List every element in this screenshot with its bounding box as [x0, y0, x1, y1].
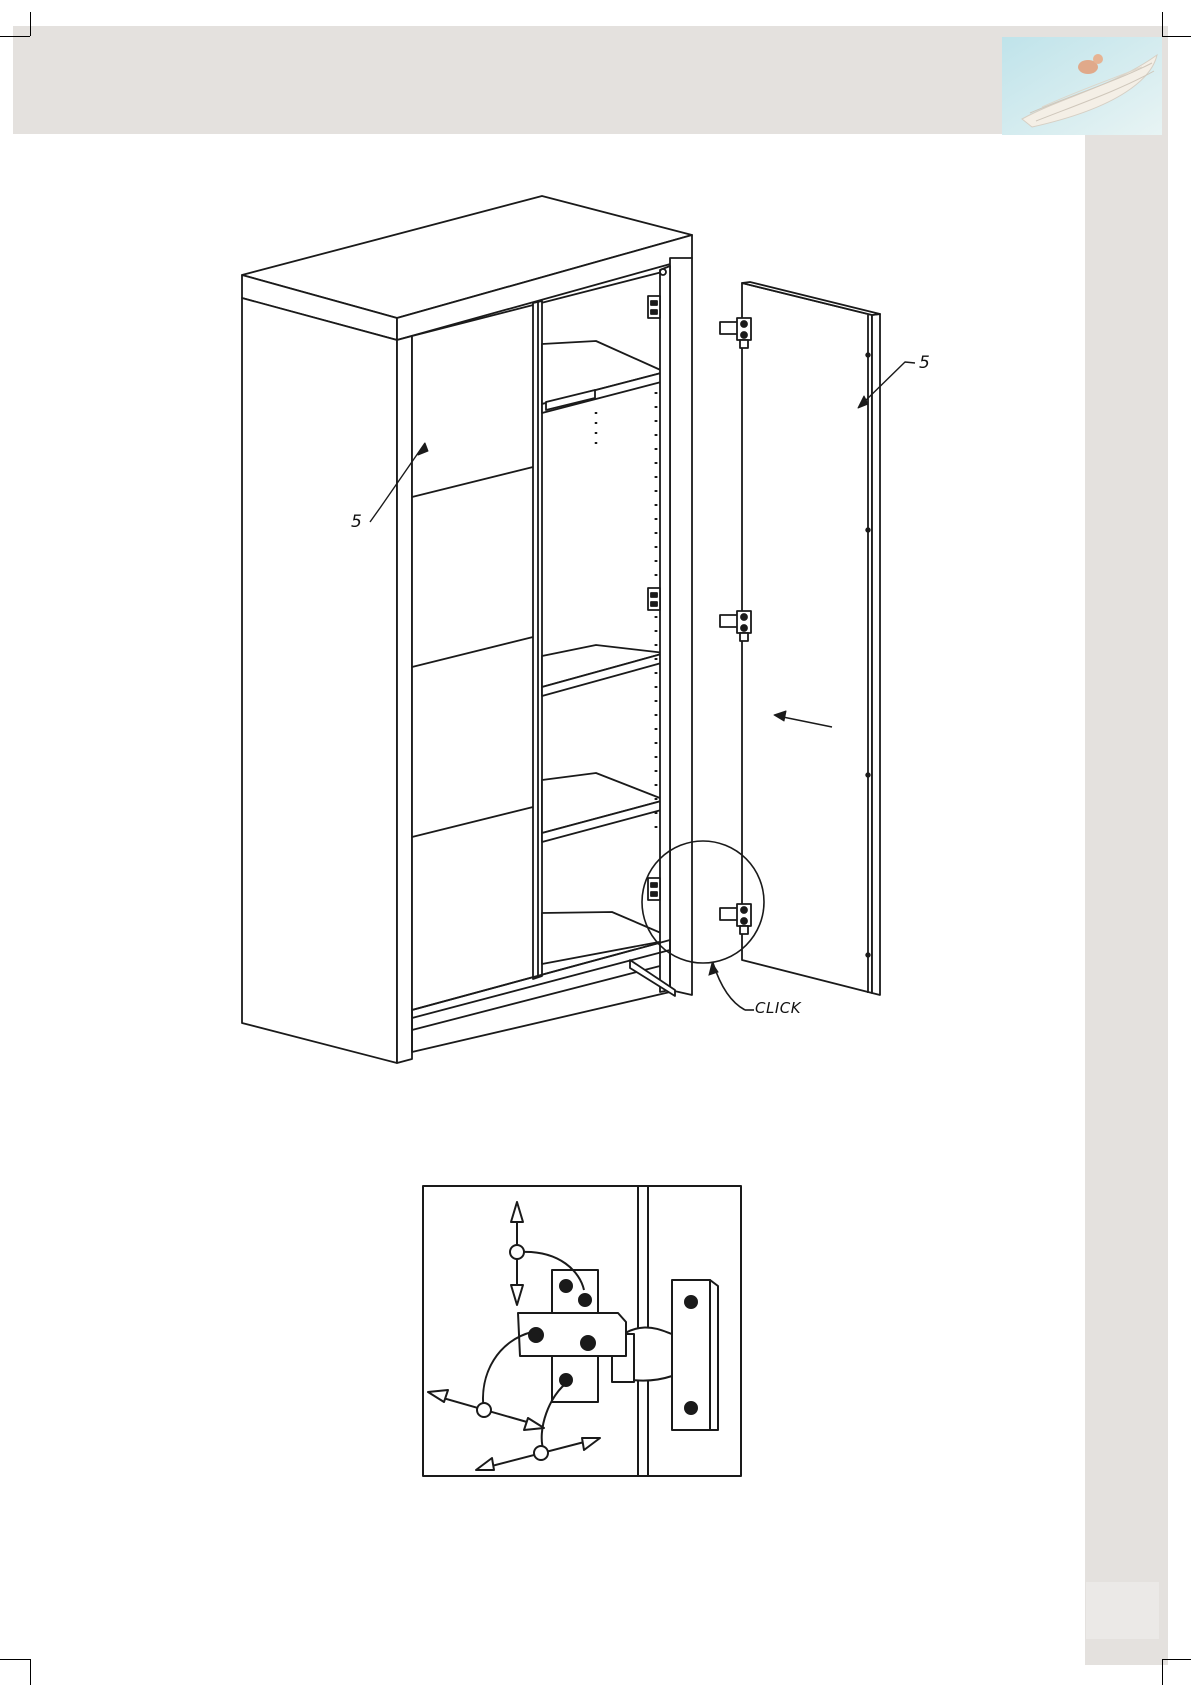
hinge-detail-inset: [423, 1186, 741, 1476]
part-callout-left: 5: [351, 514, 362, 531]
part-callout-door: 5: [919, 355, 930, 372]
door-drawing: [720, 282, 915, 995]
click-label: CLICK: [755, 1001, 801, 1016]
cabinet-drawing: [242, 196, 692, 1063]
